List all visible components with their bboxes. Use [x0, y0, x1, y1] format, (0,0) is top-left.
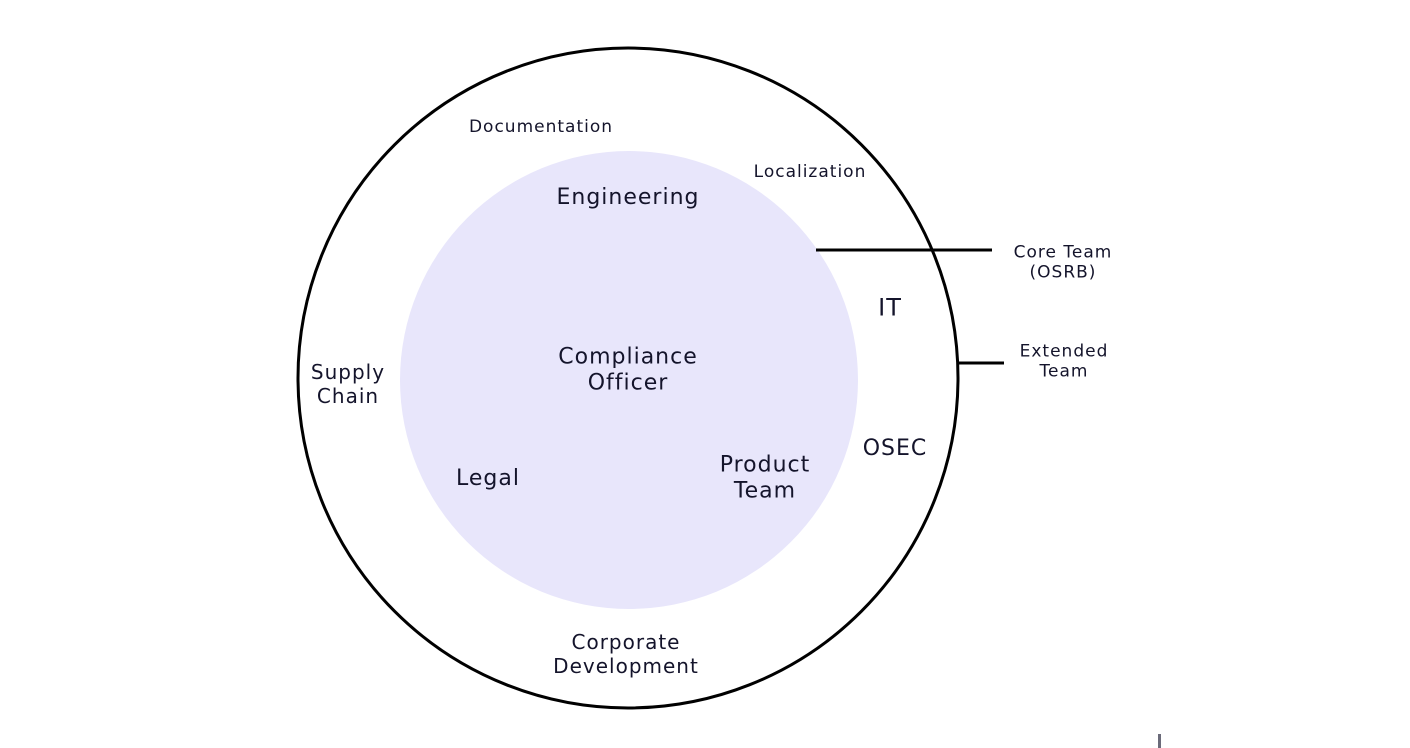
engineering-label: Engineering — [556, 184, 700, 210]
osec-label: OSEC — [862, 435, 928, 461]
outer-extended-circle — [296, 46, 960, 710]
supply-chain-label: Supply Chain — [310, 360, 386, 408]
core-team-callout-label: Core Team (OSRB) — [1013, 242, 1113, 283]
extended-team-callout-label: Extended Team — [1019, 341, 1109, 382]
it-label: IT — [878, 293, 902, 322]
inner-core-circle — [400, 151, 858, 609]
documentation-label: Documentation — [468, 116, 614, 137]
product-team-label: Product Team — [719, 452, 811, 504]
legal-label: Legal — [456, 465, 520, 491]
corporate-development-label: Corporate Development — [553, 630, 699, 678]
corner-mark — [1158, 734, 1161, 748]
compliance-officer-label: Compliance Officer — [558, 344, 698, 396]
localization-label: Localization — [753, 161, 867, 182]
